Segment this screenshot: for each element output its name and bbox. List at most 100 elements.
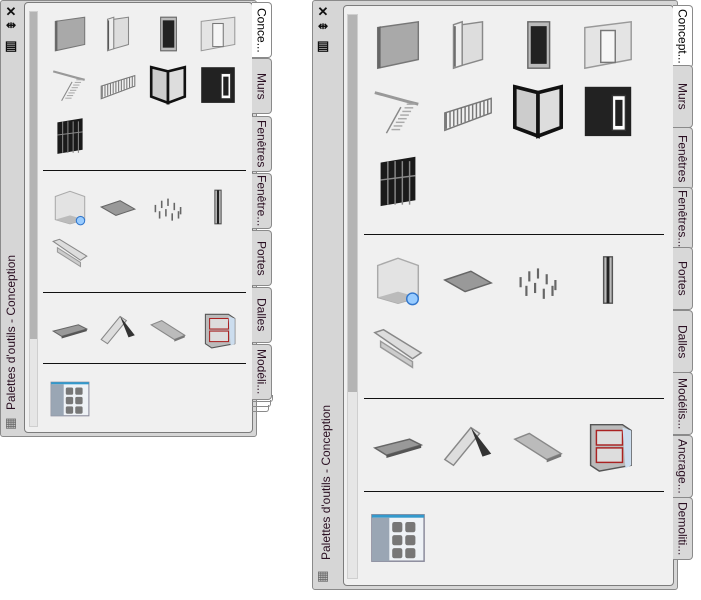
tool-door[interactable]	[147, 13, 189, 55]
close-icon[interactable]: ✕	[5, 3, 17, 19]
tab-label: Murs	[254, 72, 269, 100]
tool-roof-slab[interactable]	[147, 308, 189, 350]
close-icon[interactable]: ✕	[317, 3, 329, 19]
tool-column-grid[interactable]	[147, 186, 189, 228]
tool-stair[interactable]	[49, 63, 91, 105]
tool-ceiling-grid[interactable]	[97, 186, 139, 228]
tool-wall-section[interactable]	[197, 308, 239, 350]
tool-curtain-wall[interactable]	[49, 114, 91, 156]
tab-portes[interactable]: Portes	[673, 247, 693, 310]
tool-door-window-assembly[interactable]	[579, 81, 637, 139]
auto-hide-icon[interactable]: ⇹	[317, 19, 329, 33]
tab-demoliti[interactable]: Demoliti...	[673, 497, 693, 560]
palette-menu-icon[interactable]: ▦	[316, 567, 330, 583]
palette-content	[24, 2, 253, 433]
tool-tool-palette-window[interactable]	[369, 509, 427, 567]
tab-fenêtres[interactable]: Fenêtres...	[673, 187, 693, 250]
tab-murs[interactable]: Murs	[252, 58, 272, 114]
tool-door-window-assembly[interactable]	[197, 63, 239, 105]
tab-portes[interactable]: Portes	[252, 230, 272, 286]
tool-wall-opening[interactable]	[579, 16, 637, 74]
tab-modélis[interactable]: Modélis...	[673, 372, 693, 435]
tab-fenêtres[interactable]: Fenêtres	[673, 127, 693, 190]
tab-label: Portes	[254, 240, 269, 276]
tool-roof[interactable]	[97, 308, 139, 350]
tool-space[interactable]	[49, 186, 91, 228]
tool-wall[interactable]	[369, 16, 427, 74]
tool-beam[interactable]	[369, 321, 427, 379]
palette-content	[343, 5, 674, 586]
door-window-assembly-icon	[197, 63, 239, 105]
tab-label: Concept...	[675, 9, 690, 64]
tool-wall-opening[interactable]	[197, 13, 239, 55]
tool-column[interactable]	[579, 251, 637, 309]
door-opening-icon	[97, 13, 139, 55]
tool-slab[interactable]	[369, 416, 427, 474]
properties-icon[interactable]: ▤	[4, 37, 18, 53]
section-separator	[43, 170, 246, 171]
tool-column[interactable]	[197, 186, 239, 228]
tool-door-opening[interactable]	[439, 16, 497, 74]
palette-title-bar[interactable]: ✕⇹ ▤ Palettes d'outils - Conception ▦	[312, 0, 342, 590]
wall-opening-icon	[197, 13, 239, 55]
tool-wall[interactable]	[49, 13, 91, 55]
tool-ceiling-grid[interactable]	[439, 251, 497, 309]
tool-stair[interactable]	[369, 81, 427, 139]
tool-slab[interactable]	[49, 308, 91, 350]
wall-opening-icon	[579, 16, 637, 74]
tab-murs[interactable]: Murs	[673, 65, 693, 128]
tab-dalles[interactable]: Dalles	[673, 310, 693, 373]
tab-fenêtres[interactable]: Fenêtres	[252, 116, 272, 172]
tool-corner-window[interactable]	[147, 63, 189, 105]
column-icon	[197, 186, 239, 228]
ceiling-grid-icon	[439, 251, 497, 309]
section-separator	[364, 234, 664, 235]
tool-column-grid[interactable]	[509, 251, 567, 309]
tab-label: Fenêtre...	[254, 175, 269, 227]
tool-railing[interactable]	[439, 81, 497, 139]
tool-roof-slab[interactable]	[509, 416, 567, 474]
palette-title: Palettes d'outils - Conception	[319, 404, 333, 560]
properties-icon[interactable]: ▤	[316, 37, 330, 53]
tab-label: Fenêtres...	[675, 189, 690, 248]
roof-slab-icon	[509, 416, 567, 474]
space-icon	[369, 251, 427, 309]
tool-wall-section[interactable]	[579, 416, 637, 474]
tab-label: Modélis...	[675, 377, 690, 430]
tool-palette-window-icon	[49, 378, 91, 420]
tab-dalles[interactable]: Dalles	[252, 287, 272, 343]
scrollbar-thumb[interactable]	[348, 15, 357, 393]
wall-section-icon	[197, 308, 239, 350]
tool-roof[interactable]	[439, 416, 497, 474]
corner-window-icon	[509, 81, 567, 139]
scrollbar-thumb[interactable]	[30, 12, 37, 340]
tab-label: Dalles	[254, 298, 269, 332]
tab-ancrage[interactable]: Ancrage...	[673, 435, 693, 498]
tab-stack-edge	[252, 395, 273, 402]
palette-menu-icon[interactable]: ▦	[4, 414, 18, 430]
tool-palette-small: ✕⇹▤Palettes d'outils - Conception▦Conce.…	[0, 0, 273, 437]
tool-railing[interactable]	[97, 63, 139, 105]
auto-hide-icon[interactable]: ⇹	[5, 18, 17, 32]
palette-title-bar[interactable]: ✕⇹▤Palettes d'outils - Conception▦	[0, 0, 23, 437]
tab-concept[interactable]: Concept...	[673, 5, 693, 68]
railing-icon	[97, 63, 139, 105]
beam-icon	[369, 321, 427, 379]
vertical-scrollbar[interactable]	[347, 14, 358, 579]
tab-modéli[interactable]: Modéli...	[252, 344, 272, 400]
tab-fenêtre[interactable]: Fenêtre...	[252, 173, 272, 229]
tool-curtain-wall[interactable]	[369, 151, 427, 209]
tab-stack-edge	[252, 405, 269, 412]
vertical-scrollbar[interactable]	[29, 11, 38, 427]
tool-space[interactable]	[369, 251, 427, 309]
tool-beam[interactable]	[49, 233, 91, 275]
tool-door-opening[interactable]	[97, 13, 139, 55]
tool-corner-window[interactable]	[509, 81, 567, 139]
corner-window-icon	[147, 63, 189, 105]
tool-palette-window-icon	[369, 509, 427, 567]
column-icon	[579, 251, 637, 309]
curtain-wall-icon	[49, 114, 91, 156]
tab-conce[interactable]: Conce...	[252, 2, 272, 58]
tool-tool-palette-window[interactable]	[49, 378, 91, 420]
tool-door[interactable]	[509, 16, 567, 74]
